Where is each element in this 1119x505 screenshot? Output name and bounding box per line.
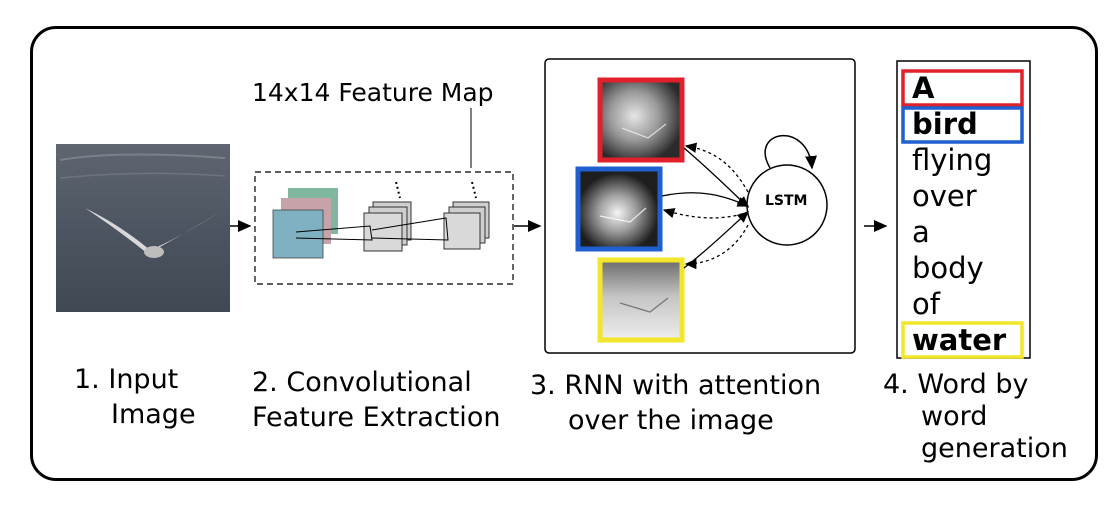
feature-map-title: 14x14 Feature Map — [252, 78, 494, 107]
step-number: 2. — [252, 367, 278, 398]
step-4-caption: 4. Word by word generation — [883, 369, 1068, 465]
step-3-caption: 3. RNN with attention over the image — [530, 368, 821, 438]
caption-word: of — [912, 287, 940, 321]
step-line: generation — [921, 433, 1068, 464]
highlight-word-water — [901, 321, 1024, 359]
lstm-label: LSTM — [765, 193, 808, 209]
conv-feature-box — [254, 171, 514, 285]
caption-word: A — [912, 71, 935, 105]
input-image — [56, 144, 230, 312]
highlight-word-a — [901, 69, 1024, 107]
step-line: Convolutional — [286, 367, 472, 398]
step-line: Input — [108, 364, 179, 395]
step-1-caption: 1. Input Image — [74, 362, 196, 432]
highlight-word-bird — [901, 106, 1024, 144]
caption-word: water — [912, 323, 1007, 357]
caption-word: flying — [912, 143, 993, 177]
step-2-caption: 2. Convolutional Feature Extraction — [252, 365, 500, 435]
step-number: 4. — [883, 369, 909, 400]
step-line: over the image — [568, 405, 774, 436]
step-line: Image — [111, 399, 196, 430]
step-number: 1. — [74, 364, 100, 395]
step-line: Word by — [917, 369, 1029, 400]
caption-word: body — [912, 251, 984, 285]
step-line: Feature Extraction — [252, 402, 501, 433]
caption-word: a — [912, 215, 930, 249]
step-line: RNN with attention — [564, 370, 822, 401]
caption-word: over — [912, 179, 977, 213]
step-line: word — [921, 401, 988, 432]
word-column-box — [896, 60, 1031, 359]
step-number: 3. — [530, 370, 556, 401]
rnn-attention-panel — [544, 58, 856, 354]
caption-word: bird — [912, 107, 978, 141]
